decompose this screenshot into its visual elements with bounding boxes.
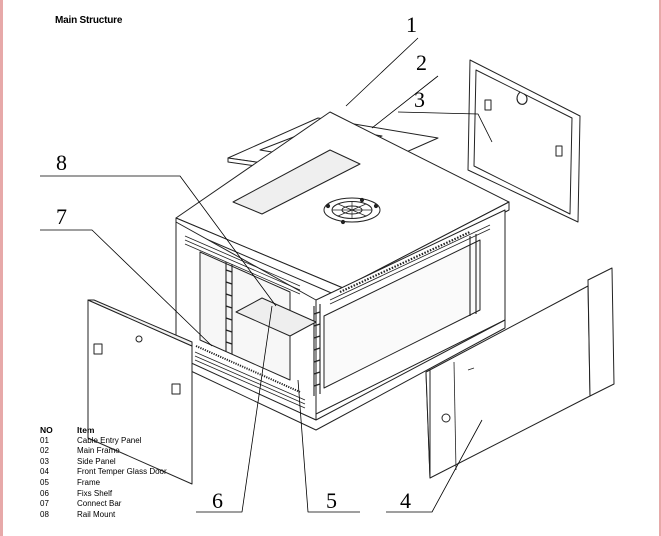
callout-1: 1	[406, 12, 417, 37]
legend-header: NO Item	[40, 425, 167, 436]
legend-row-item: Main Frame	[77, 446, 120, 456]
legend-row: 07 Connect Bar	[40, 499, 167, 510]
legend-row: 05 Frame	[40, 478, 167, 489]
right-border-strip	[659, 0, 661, 536]
legend-row: 04 Front Temper Glass Door	[40, 467, 167, 478]
legend-row: 02 Main Frame	[40, 446, 167, 457]
legend-rows: 01 Cable Entry Panel 02 Main Frame 03 Side Pa…	[40, 436, 167, 521]
legend-row-no: 08	[40, 509, 49, 519]
legend-row: 08 Rail Mount	[40, 510, 167, 521]
legend-row-item: Rail Mount	[77, 509, 116, 519]
callout-8: 8	[56, 150, 67, 175]
legend-row-no: 05	[40, 477, 49, 487]
legend-row: 03 Side Panel	[40, 457, 167, 468]
left-border-strip	[0, 0, 3, 536]
legend-row-item: Cable Entry Panel	[77, 435, 142, 445]
legend-row-no: 02	[40, 446, 49, 456]
legend-row-item: Fixs Shelf	[77, 488, 113, 498]
legend-row-no: 03	[40, 456, 49, 466]
legend-row-no: 04	[40, 467, 49, 477]
callout-numbers: 1 2 3 4 5 6 7 8	[56, 12, 427, 513]
callout-3: 3	[414, 87, 425, 112]
legend-row-no: 01	[40, 435, 49, 445]
leader-lines	[40, 37, 493, 513]
callout-4: 4	[400, 488, 411, 513]
legend-row-item: Side Panel	[77, 456, 116, 466]
legend-row-no: 07	[40, 499, 49, 509]
legend-row: 01 Cable Entry Panel	[40, 436, 167, 447]
legend-row: 06 Fixs Shelf	[40, 489, 167, 500]
legend-row-item: Front Temper Glass Door	[77, 467, 167, 477]
legend-header-no: NO	[40, 425, 53, 435]
legend-row-item: Frame	[77, 477, 101, 487]
callout-7: 7	[56, 204, 67, 229]
legend-header-item: Item	[77, 425, 95, 435]
callout-5: 5	[326, 488, 337, 513]
side-panel	[467, 59, 581, 223]
legend-row-item: Connect Bar	[77, 499, 122, 509]
left-door	[87, 299, 193, 485]
callout-2: 2	[416, 50, 427, 75]
diagram-title: Main Structure	[55, 15, 123, 26]
callout-6: 6	[212, 488, 223, 513]
legend-row-no: 06	[40, 488, 49, 498]
front-glass-door	[425, 267, 615, 479]
